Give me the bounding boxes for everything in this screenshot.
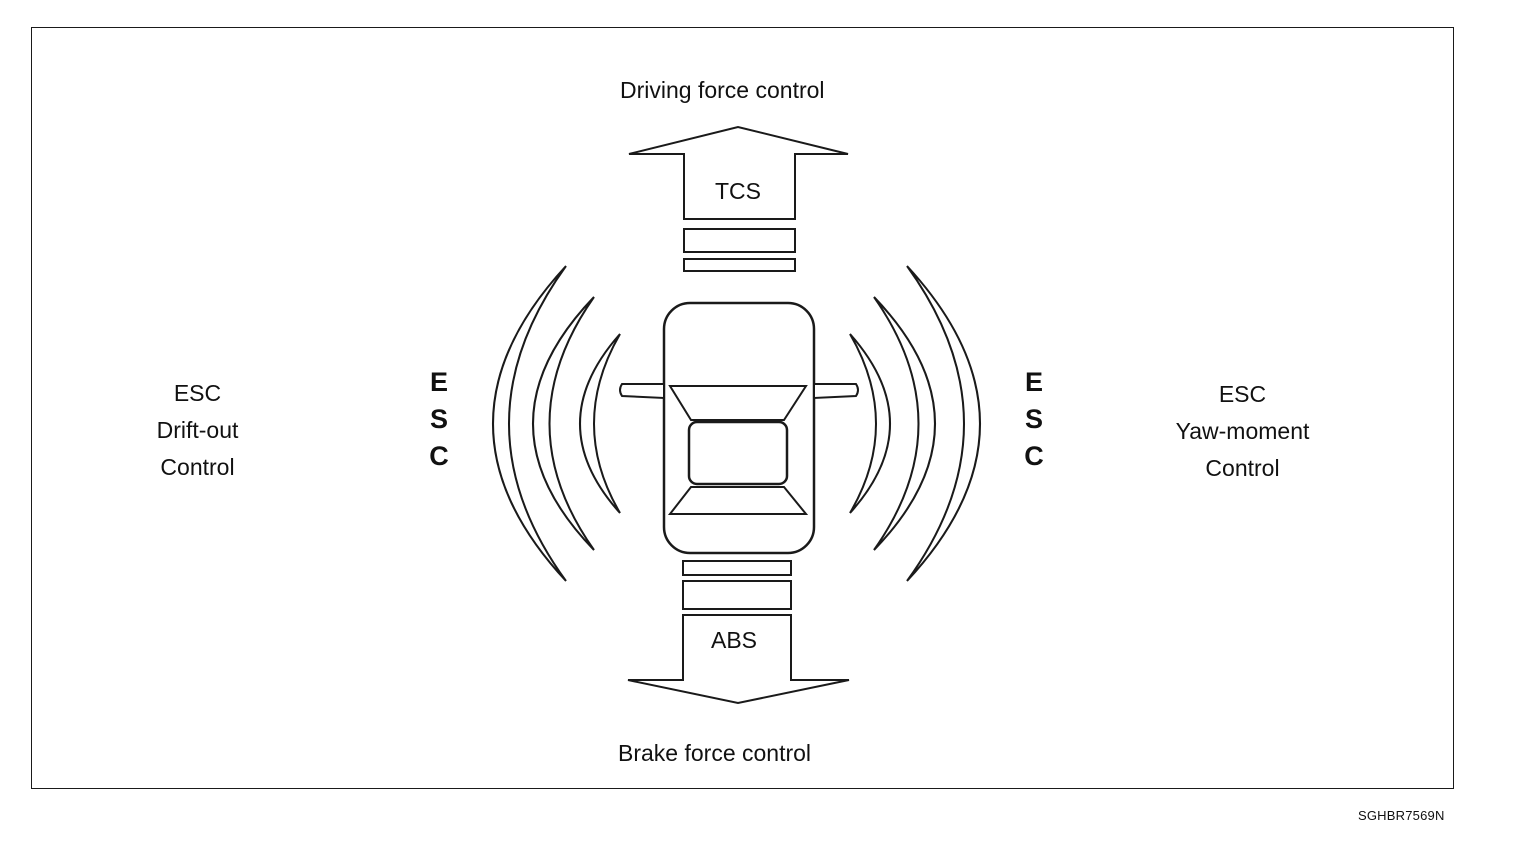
right-esc-letter-c: C — [1024, 441, 1044, 471]
figure-code: SGHBR7569N — [1358, 808, 1445, 823]
car-top-view — [619, 301, 859, 555]
left-esc-letter-e: E — [429, 367, 448, 397]
esc-yaw-moment-control-label: ESC Yaw-moment Control — [1150, 376, 1335, 487]
tcs-bar-1 — [683, 228, 796, 253]
left-motion-arcs — [492, 265, 621, 582]
left-line-1: ESC — [173, 380, 222, 406]
right-line-2: Yaw-moment — [1175, 418, 1310, 444]
abs-bar-1 — [682, 560, 792, 576]
right-esc-vertical: E S C — [1019, 364, 1049, 475]
right-esc-letter-e: E — [1024, 367, 1043, 397]
right-motion-arcs — [849, 265, 981, 582]
tcs-bar-2 — [683, 258, 796, 272]
brake-force-control-label: Brake force control — [618, 740, 812, 766]
tcs-arrow-up — [628, 125, 849, 220]
abs-label: ABS — [711, 627, 758, 653]
tcs-label: TCS — [715, 178, 761, 204]
left-line-2: Drift-out — [156, 417, 239, 443]
left-esc-letter-s: S — [429, 404, 448, 434]
right-line-1: ESC — [1218, 381, 1267, 407]
left-line-3: Control — [160, 454, 235, 480]
driving-force-control-label: Driving force control — [620, 77, 825, 103]
right-line-3: Control — [1205, 455, 1280, 481]
right-esc-letter-s: S — [1024, 404, 1043, 434]
diagram-frame — [31, 27, 1454, 789]
left-esc-letter-c: C — [429, 441, 449, 471]
abs-arrow-down — [627, 614, 850, 705]
left-esc-vertical: E S C — [424, 364, 454, 475]
abs-bar-2 — [682, 580, 792, 610]
esc-drift-out-control-label: ESC Drift-out Control — [130, 375, 265, 486]
